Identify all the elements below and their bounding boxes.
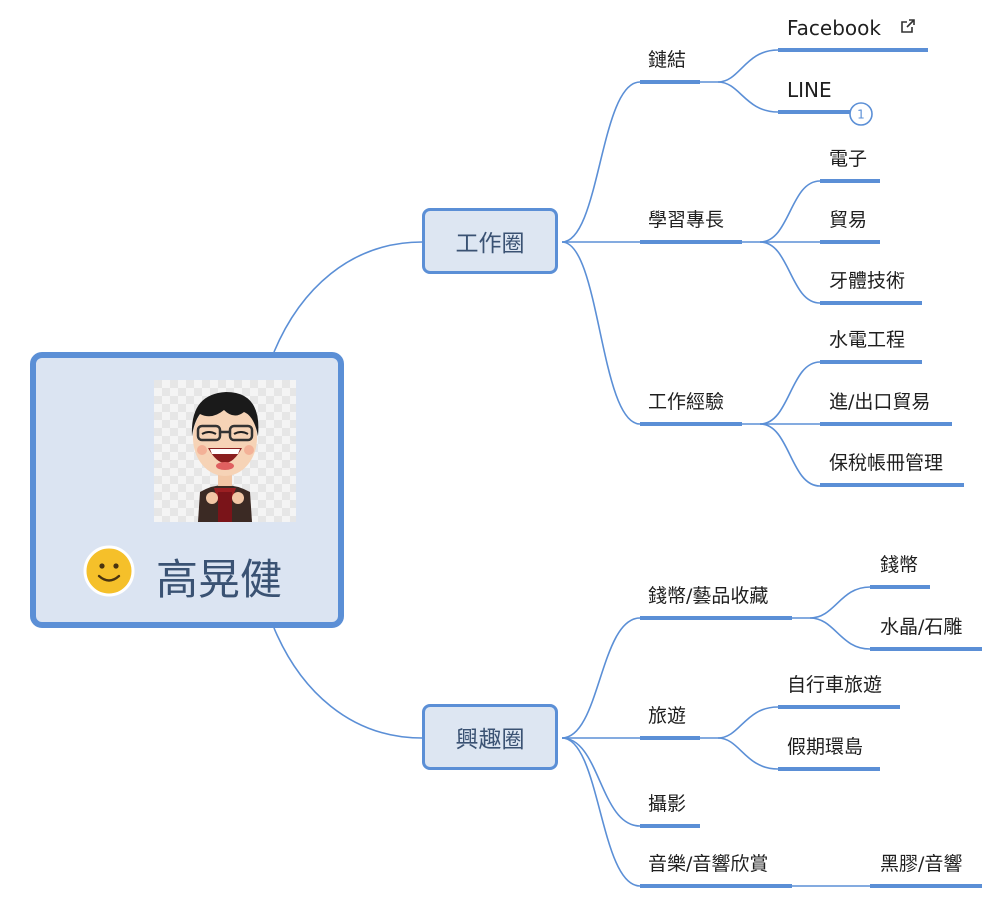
badge-count: 1 <box>857 108 865 122</box>
underline <box>778 767 880 771</box>
subtopic-music[interactable]: 音樂/音響欣賞 <box>648 853 769 875</box>
connector-travel-1 <box>700 706 779 739</box>
underline <box>820 240 880 244</box>
subtopic-line[interactable]: LINE <box>787 78 832 102</box>
cartoon-avatar-icon <box>154 380 296 522</box>
connector-exp-3 <box>759 423 821 487</box>
subtopic-facebook[interactable]: Facebook <box>787 16 881 40</box>
underline <box>820 179 880 183</box>
subtopic-link[interactable]: 鏈結 <box>648 49 687 71</box>
underline <box>870 647 982 651</box>
skill-item[interactable]: 電子 <box>829 148 868 170</box>
connector-work-experience <box>561 241 641 425</box>
music-item[interactable]: 黑膠/音響 <box>880 853 963 875</box>
central-topic-title: 高晃健 <box>156 555 283 604</box>
connector-work-link <box>561 81 641 243</box>
underline <box>820 422 952 426</box>
smiley-face-icon <box>83 545 135 597</box>
underline <box>778 48 928 52</box>
underline <box>640 240 742 244</box>
external-link-icon[interactable] <box>899 17 917 35</box>
underline <box>820 360 922 364</box>
collection-item[interactable]: 錢幣 <box>880 554 919 576</box>
connector-collect-2 <box>809 617 871 650</box>
underline <box>820 483 964 487</box>
experience-item[interactable]: 水電工程 <box>829 329 906 351</box>
experience-item[interactable]: 保稅帳冊管理 <box>829 452 944 474</box>
skill-item[interactable]: 牙體技術 <box>829 270 906 292</box>
connector-skills-1 <box>742 180 821 243</box>
subtopic-photography[interactable]: 攝影 <box>648 793 687 815</box>
underline <box>640 80 700 84</box>
connector-link-line <box>717 81 779 113</box>
subtopic-skills[interactable]: 學習專長 <box>648 209 725 231</box>
underline <box>640 422 742 426</box>
subtopic-experience[interactable]: 工作經驗 <box>648 391 725 413</box>
connector-collect-1 <box>792 586 871 619</box>
experience-item[interactable]: 進/出口貿易 <box>829 391 931 413</box>
connector-central-hobby <box>273 627 423 739</box>
underline <box>778 110 850 114</box>
collapsed-count-badge[interactable]: 1 <box>848 101 874 127</box>
connector-travel-2 <box>717 737 779 770</box>
underline <box>640 884 792 888</box>
underline <box>870 585 930 589</box>
collection-item[interactable]: 水晶/石雕 <box>880 616 963 638</box>
travel-item[interactable]: 假期環島 <box>787 736 864 758</box>
connector-central-work <box>273 241 423 353</box>
travel-item[interactable]: 自行車旅遊 <box>787 674 883 696</box>
underline <box>778 705 900 709</box>
skill-item[interactable]: 貿易 <box>829 209 868 231</box>
underline <box>640 824 700 828</box>
underline <box>640 736 700 740</box>
connector-hobby-collect <box>561 617 641 739</box>
topic-work-circle[interactable]: 工作圈 <box>422 208 558 274</box>
underline <box>820 301 922 305</box>
connector-hobby-photo <box>561 737 641 827</box>
subtopic-travel[interactable]: 旅遊 <box>648 705 687 727</box>
connector-exp-1 <box>742 361 821 425</box>
underline <box>640 616 792 620</box>
topic-hobby-circle[interactable]: 興趣圈 <box>422 704 558 770</box>
connector-hobby-music <box>561 737 641 887</box>
connector-skills-3 <box>759 241 821 304</box>
connector-link-facebook <box>700 49 779 83</box>
subtopic-collection[interactable]: 錢幣/藝品收藏 <box>648 585 769 607</box>
underline <box>870 884 982 888</box>
